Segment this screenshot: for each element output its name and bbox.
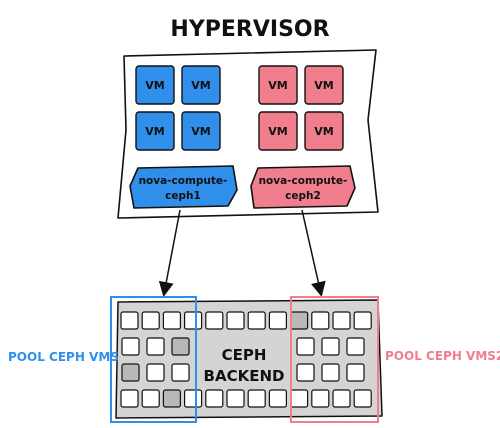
- vm-group-ceph1: VM VM VM VM: [135, 65, 221, 151]
- storage-cell: [120, 311, 139, 330]
- storage-cell: [290, 311, 309, 330]
- storage-cell: [268, 389, 287, 408]
- storage-cell: [141, 311, 160, 330]
- ceph1-vm-box: [181, 65, 221, 105]
- ceph2-vm-box: [304, 65, 344, 105]
- storage-cell: [146, 337, 165, 356]
- ceph2-vm-label: VM: [314, 125, 333, 138]
- pool-ceph-vms-outline: [110, 296, 197, 423]
- ceph1-vm-label: VM: [145, 125, 164, 138]
- ceph1-vm-box: [135, 111, 175, 151]
- arrow-ceph2-to-pool: [301, 209, 326, 297]
- storage-cell: [184, 389, 203, 408]
- ceph-backend-cells: [120, 311, 372, 408]
- ceph2-vm-box: [258, 65, 298, 105]
- ceph2-vm-label: VM: [268, 79, 287, 92]
- storage-cell: [346, 337, 365, 356]
- compute-node-ceph1-label-line1: nova-compute-: [139, 175, 228, 187]
- storage-cell: [332, 311, 351, 330]
- storage-cell: [141, 389, 160, 408]
- storage-cell: [162, 389, 181, 408]
- arrow-ceph1-to-pool: [158, 209, 181, 297]
- ceph-backend-label-line2: BACKEND: [204, 367, 285, 385]
- storage-cell: [296, 337, 315, 356]
- storage-cell: [226, 311, 245, 330]
- ceph1-vm-label: VM: [191, 125, 210, 138]
- storage-cell: [353, 389, 372, 408]
- pool-ceph-vms2-outline: [290, 296, 379, 423]
- storage-cell: [205, 311, 224, 330]
- ceph2-vm-box: [304, 111, 344, 151]
- storage-cell: [205, 389, 224, 408]
- storage-cell: [171, 363, 190, 382]
- compute-node-ceph2: nova-compute- ceph2: [250, 165, 356, 209]
- storage-cell: [184, 311, 203, 330]
- storage-cell: [121, 363, 140, 382]
- storage-cell: [171, 337, 190, 356]
- storage-cell: [321, 337, 340, 356]
- diagram-title: HYPERVISOR: [170, 17, 329, 42]
- storage-cell: [311, 389, 330, 408]
- ceph1-vm-box: [135, 65, 175, 105]
- ceph1-vm-label: VM: [145, 79, 164, 92]
- pool-ceph-vms-label: POOL CEPH VMS: [8, 350, 119, 364]
- ceph1-vm-label: VM: [191, 79, 210, 92]
- pool-ceph-vms2-label: POOL CEPH VMS2: [385, 349, 500, 363]
- storage-cell: [247, 389, 266, 408]
- ceph-backend-label-line1: CEPH: [222, 346, 267, 364]
- compute-node-ceph2-label-line2: ceph2: [285, 190, 321, 202]
- storage-cell: [120, 389, 139, 408]
- compute-node-ceph1: nova-compute- ceph1: [129, 165, 238, 209]
- storage-cell: [146, 363, 165, 382]
- storage-cell: [268, 311, 287, 330]
- compute-node-ceph2-label-line1: nova-compute-: [259, 175, 348, 187]
- storage-cell: [311, 311, 330, 330]
- ceph2-vm-label: VM: [314, 79, 333, 92]
- compute-node-ceph2-shape: [250, 165, 356, 209]
- storage-cell: [121, 337, 140, 356]
- storage-cell: [290, 389, 309, 408]
- vm-group-ceph2: VM VM VM VM: [258, 65, 344, 151]
- ceph2-vm-label: VM: [268, 125, 287, 138]
- storage-cell: [346, 363, 365, 382]
- storage-cell: [321, 363, 340, 382]
- ceph1-vm-box: [181, 111, 221, 151]
- storage-cell: [247, 311, 266, 330]
- ceph2-vm-box: [258, 111, 298, 151]
- storage-cell: [353, 311, 372, 330]
- storage-cell: [162, 311, 181, 330]
- storage-cell: [332, 389, 351, 408]
- compute-node-ceph1-shape: [129, 165, 238, 209]
- compute-node-ceph1-label-line2: ceph1: [165, 190, 201, 202]
- storage-cell: [296, 363, 315, 382]
- storage-cell: [226, 389, 245, 408]
